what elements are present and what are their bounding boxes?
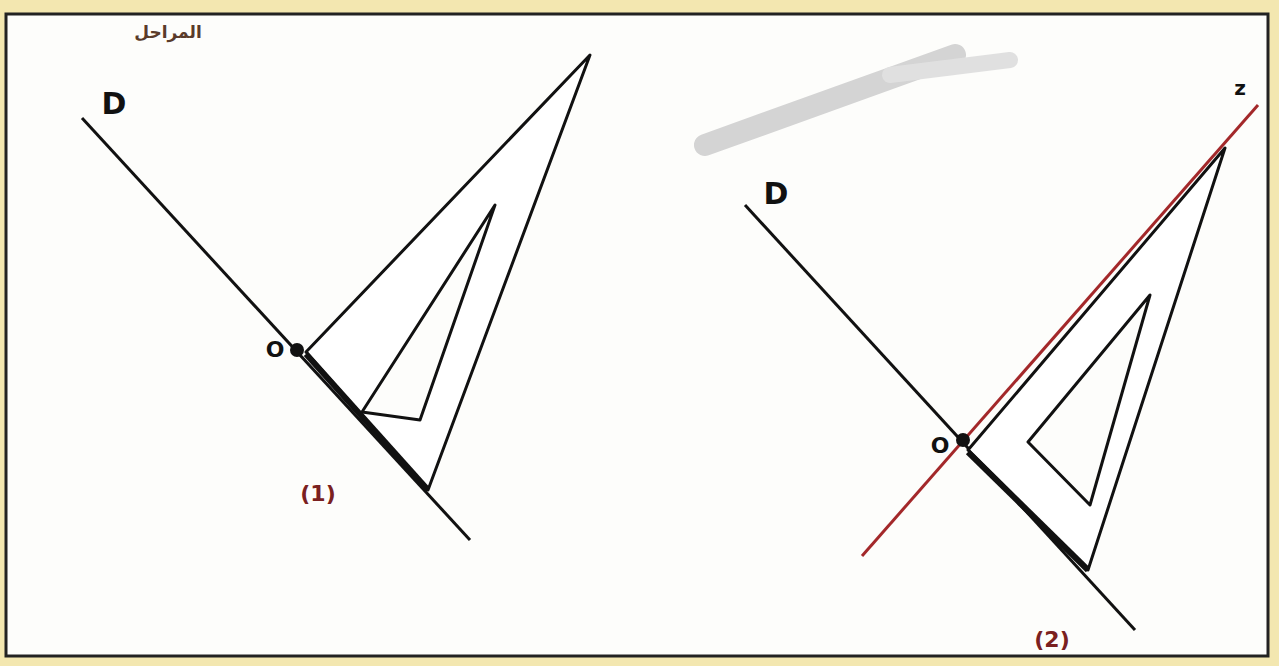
line-d (745, 205, 1135, 630)
heading: المراحل (134, 24, 201, 41)
contact-edge (306, 354, 428, 490)
line-name: D (102, 89, 127, 119)
contact-edge (968, 452, 1088, 570)
line-name: D (764, 179, 789, 209)
point-o (956, 433, 970, 447)
watermark-stroke (890, 60, 1010, 75)
step-number: (2) (1034, 629, 1069, 651)
ray-name: z (1234, 78, 1246, 98)
set-square (968, 148, 1225, 570)
step-number: (1) (300, 483, 335, 505)
point-name: O (931, 435, 950, 457)
set-square (306, 55, 590, 490)
point-o (290, 343, 304, 357)
perpendicular-z (862, 105, 1258, 556)
panel (6, 14, 1268, 656)
point-name: O (266, 339, 285, 361)
